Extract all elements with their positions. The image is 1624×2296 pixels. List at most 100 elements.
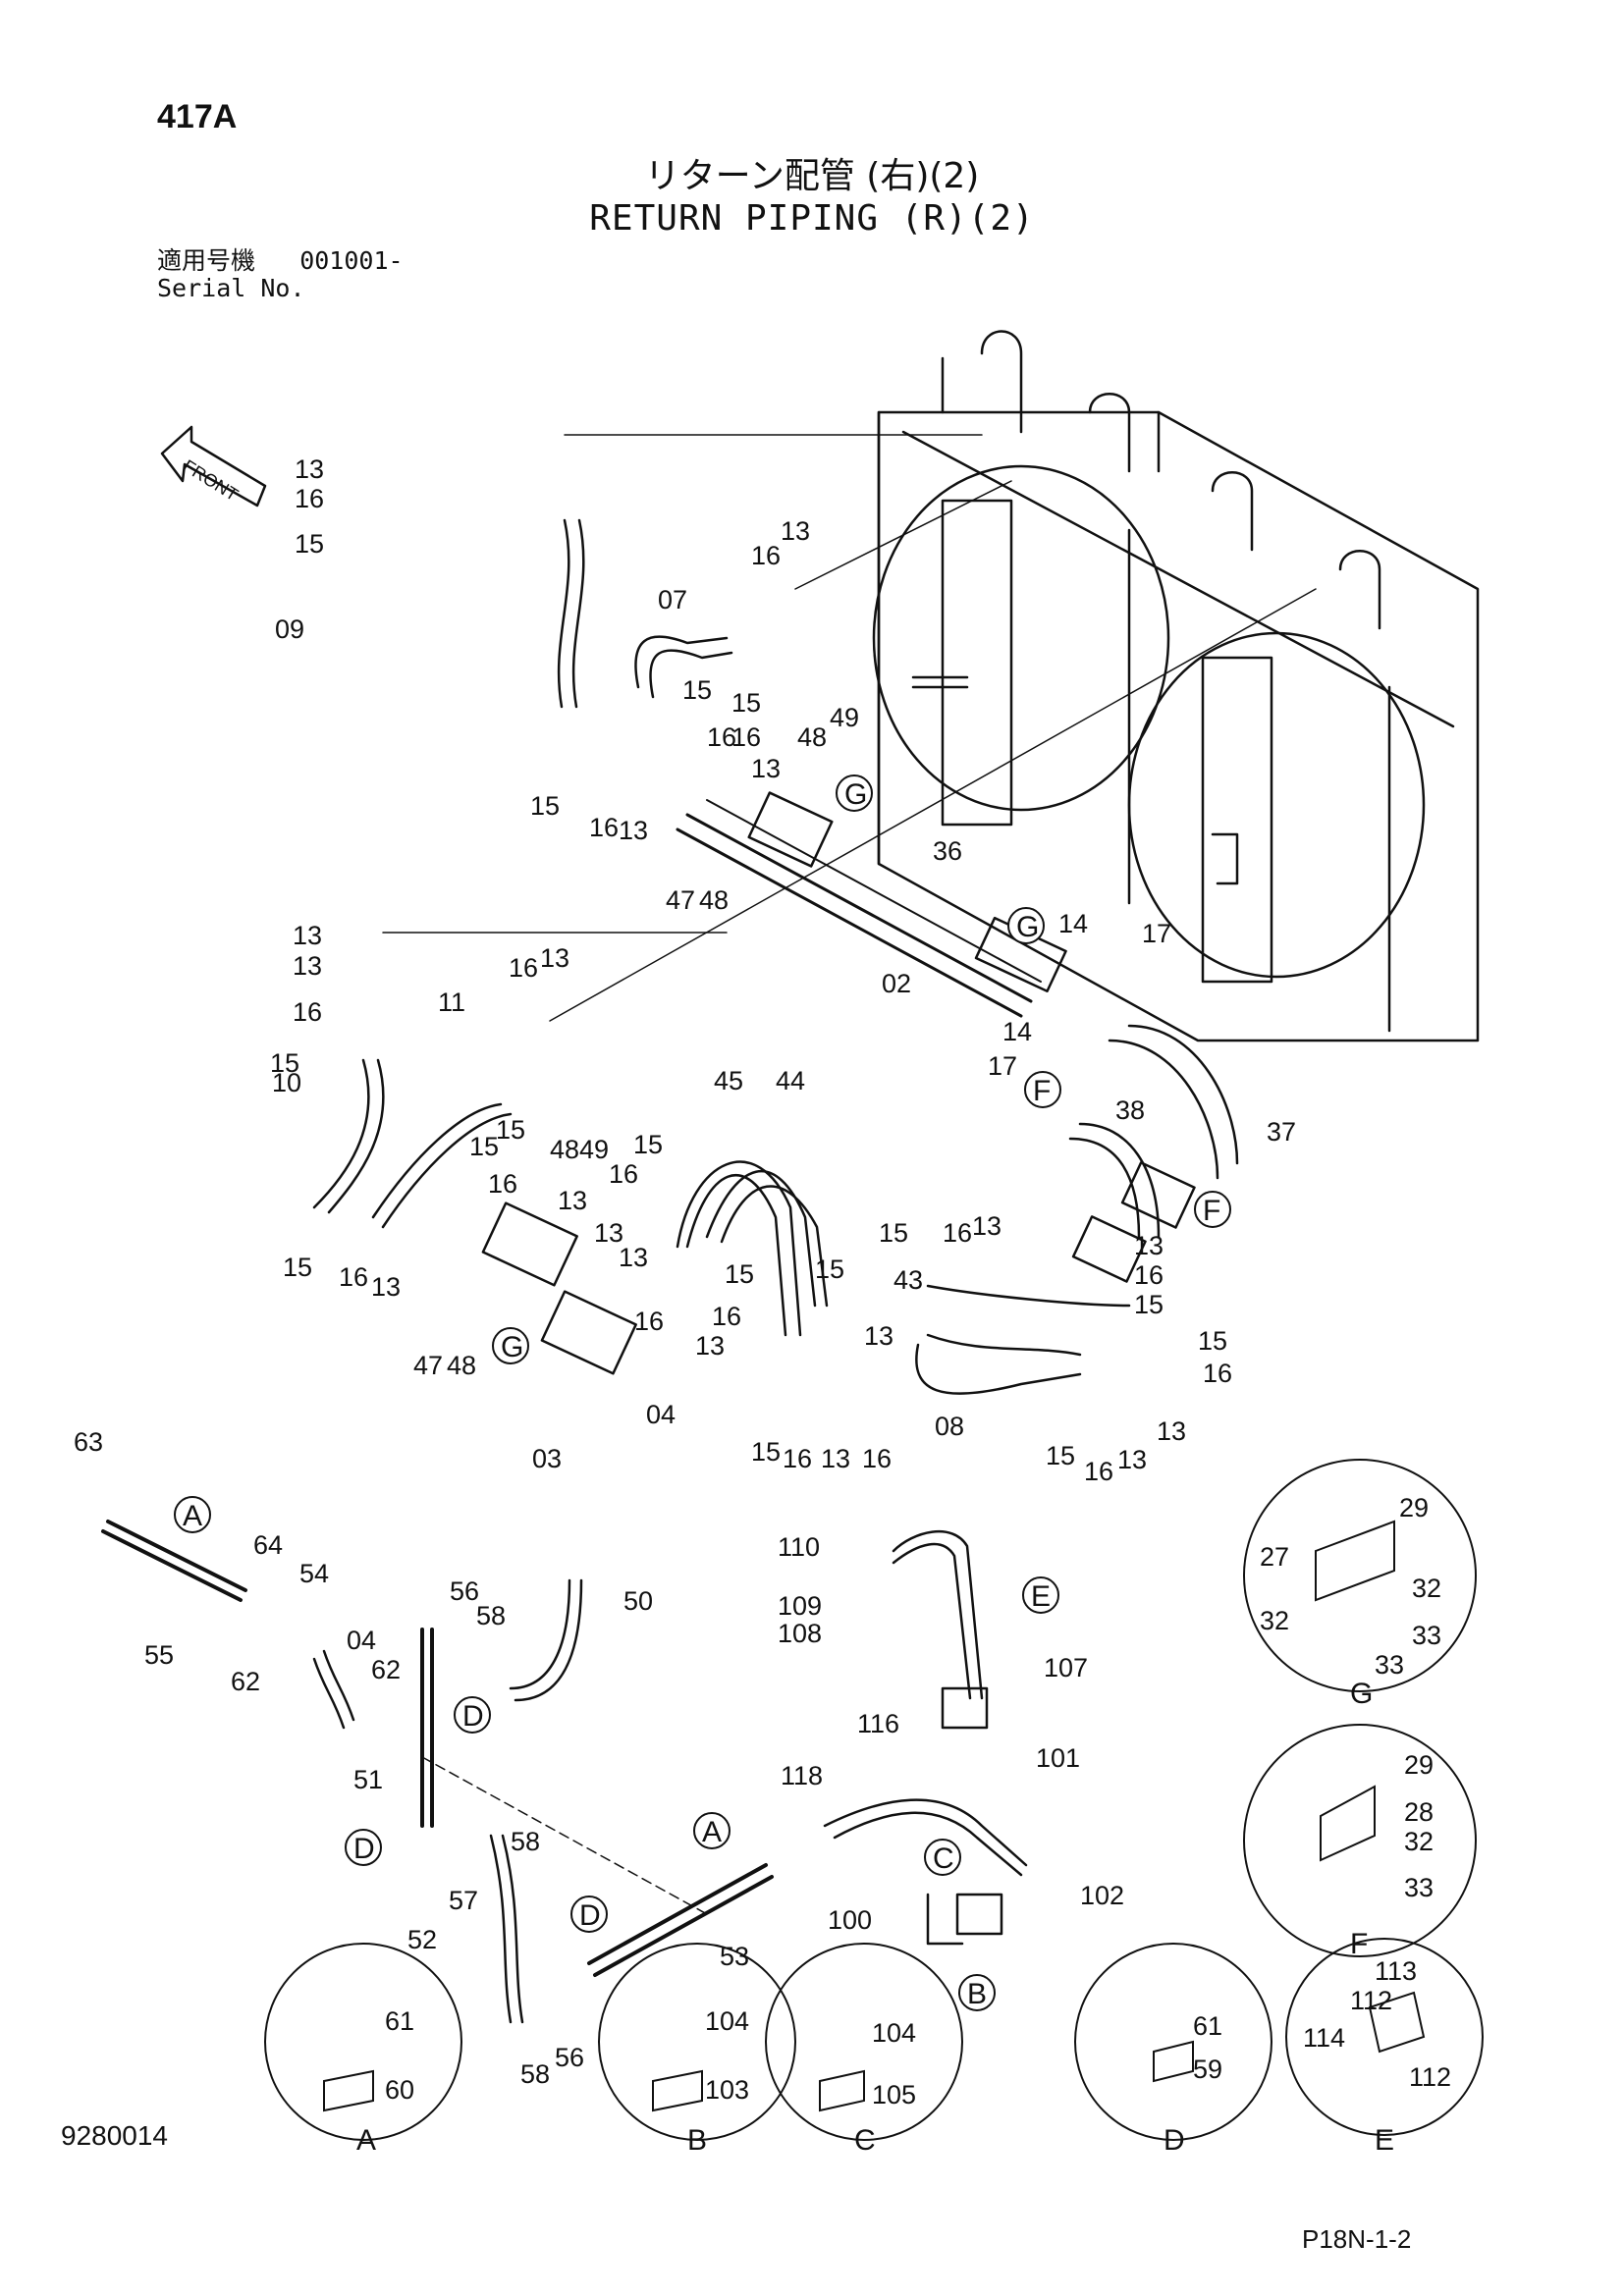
callout-label: 13 [594, 1218, 623, 1248]
callout-label: 15 [530, 791, 560, 821]
callout-label: 16 [943, 1218, 972, 1248]
callout-label: 13 [1117, 1445, 1147, 1474]
callout-label: 15 [815, 1255, 844, 1284]
detail-view-letter: A [356, 2124, 376, 2157]
detail-view-letter: B [687, 2124, 707, 2157]
detail-part-label: 61 [1193, 2011, 1222, 2041]
reference-letter: G [501, 1331, 523, 1363]
callout-label: 13 [972, 1211, 1001, 1241]
drawing-number: 9280014 [61, 2120, 169, 2151]
callout-label: 62 [371, 1655, 401, 1684]
serial-value: 001001- [299, 246, 404, 275]
callout-label: 53 [720, 1942, 749, 1971]
callout-label: 58 [511, 1827, 540, 1856]
page-reference: P18N-1-2 [1302, 2224, 1412, 2254]
reference-letter: F [1033, 1075, 1051, 1107]
callout-label: 16 [509, 953, 538, 983]
detail-views [264, 1459, 1484, 2141]
callout-label: 04 [347, 1626, 376, 1655]
callout-label: 16 [609, 1159, 638, 1189]
callout-labels: 13 16 15 09 16 13 07 15 15 16 15 16 13 1… [74, 454, 1296, 2089]
callout-label: 44 [776, 1066, 805, 1095]
serial-row-jp: 適用号機 001001- [157, 247, 404, 275]
detail-part-label: 32 [1404, 1827, 1434, 1856]
callout-label: 15 [283, 1253, 312, 1282]
fittings-and-brackets [101, 791, 1196, 1977]
front-arrow [160, 425, 267, 507]
title-japanese: リターン配管 (右)(2) [644, 156, 980, 196]
callout-label: 116 [857, 1709, 899, 1738]
callout-label: 16 [295, 484, 324, 513]
detail-view-letter: G [1350, 1678, 1373, 1710]
callout-label: 48 [699, 885, 729, 915]
callout-label: 09 [275, 614, 304, 644]
callout-label: 64 [253, 1530, 283, 1560]
callout-label: 118 [781, 1761, 823, 1790]
detail-view-letter: F [1350, 1928, 1368, 1960]
detail-part-label: 103 [705, 2075, 749, 2105]
callout-label: 15 [1134, 1290, 1164, 1319]
callout-label: 08 [935, 1412, 964, 1441]
callout-label: 15 [469, 1132, 499, 1161]
callout-label: 43 [893, 1265, 923, 1295]
callout-label: 16 [1134, 1260, 1164, 1290]
reference-letter: F [1203, 1195, 1220, 1227]
callout-label: 10 [272, 1068, 301, 1097]
callout-label: 16 [488, 1169, 517, 1199]
callout-label: 50 [623, 1586, 653, 1616]
callout-label: 58 [476, 1601, 506, 1630]
serial-block: 適用号機 001001- Serial No. [157, 247, 404, 302]
detail-part-label: 33 [1404, 1873, 1434, 1902]
callout-label: 13 [619, 1243, 648, 1272]
callout-label: 52 [407, 1925, 437, 1954]
detail-view-letter: E [1375, 2124, 1394, 2157]
detail-view-letter: C [854, 2124, 876, 2157]
reference-letter: D [579, 1899, 601, 1932]
callout-label: 48 [447, 1351, 476, 1380]
detail-part-label: 104 [705, 2006, 749, 2036]
callout-label: 16 [783, 1444, 812, 1473]
callout-label: 109 [778, 1591, 822, 1621]
page-code: 417A [157, 98, 238, 135]
callout-label: 04 [646, 1400, 676, 1429]
detail-view-letter: D [1164, 2124, 1185, 2157]
detail-part-label: 29 [1399, 1493, 1429, 1522]
callout-label: 56 [450, 1576, 479, 1606]
callout-label: 45 [714, 1066, 743, 1095]
serial-label-en: Serial No. [157, 274, 305, 302]
callout-label: 56 [555, 2043, 584, 2072]
reference-letter: B [967, 1978, 987, 2010]
callout-label: 13 [1157, 1416, 1186, 1446]
callout-label: 13 [695, 1331, 725, 1361]
callout-label: 58 [520, 2059, 550, 2089]
reference-letter: D [462, 1700, 484, 1733]
callout-label: 16 [293, 997, 322, 1027]
detail-part-label: 61 [385, 2006, 414, 2036]
callout-label: 57 [449, 1886, 478, 1915]
callout-label: 15 [725, 1259, 754, 1289]
callout-label: 49 [579, 1135, 609, 1164]
callout-label: 16 [589, 813, 619, 842]
callout-label: 55 [144, 1640, 174, 1670]
detail-part-label: 28 [1404, 1797, 1434, 1827]
callout-label: 102 [1080, 1881, 1124, 1910]
detail-part-label: 113 [1375, 1956, 1417, 1986]
callout-label: 02 [882, 969, 911, 998]
reference-letter: G [1016, 911, 1039, 943]
callout-label: 100 [828, 1905, 872, 1935]
callout-label: 16 [862, 1444, 892, 1473]
callout-label: 16 [707, 722, 736, 752]
callout-label: 107 [1044, 1653, 1088, 1682]
detail-part-label: 33 [1412, 1621, 1441, 1650]
detail-part-label: 104 [872, 2018, 916, 2048]
callout-label: 15 [633, 1130, 663, 1159]
title-english: RETURN PIPING (R)(2) [589, 198, 1035, 239]
detail-part-label: 114 [1303, 2023, 1345, 2053]
callout-label: 16 [1084, 1457, 1113, 1486]
callout-label: 54 [299, 1559, 329, 1588]
callout-label: 13 [293, 921, 322, 950]
callout-label: 14 [1058, 909, 1088, 938]
callout-label: 15 [731, 688, 761, 718]
callout-label: 03 [532, 1444, 562, 1473]
callout-label: 16 [1203, 1359, 1232, 1388]
